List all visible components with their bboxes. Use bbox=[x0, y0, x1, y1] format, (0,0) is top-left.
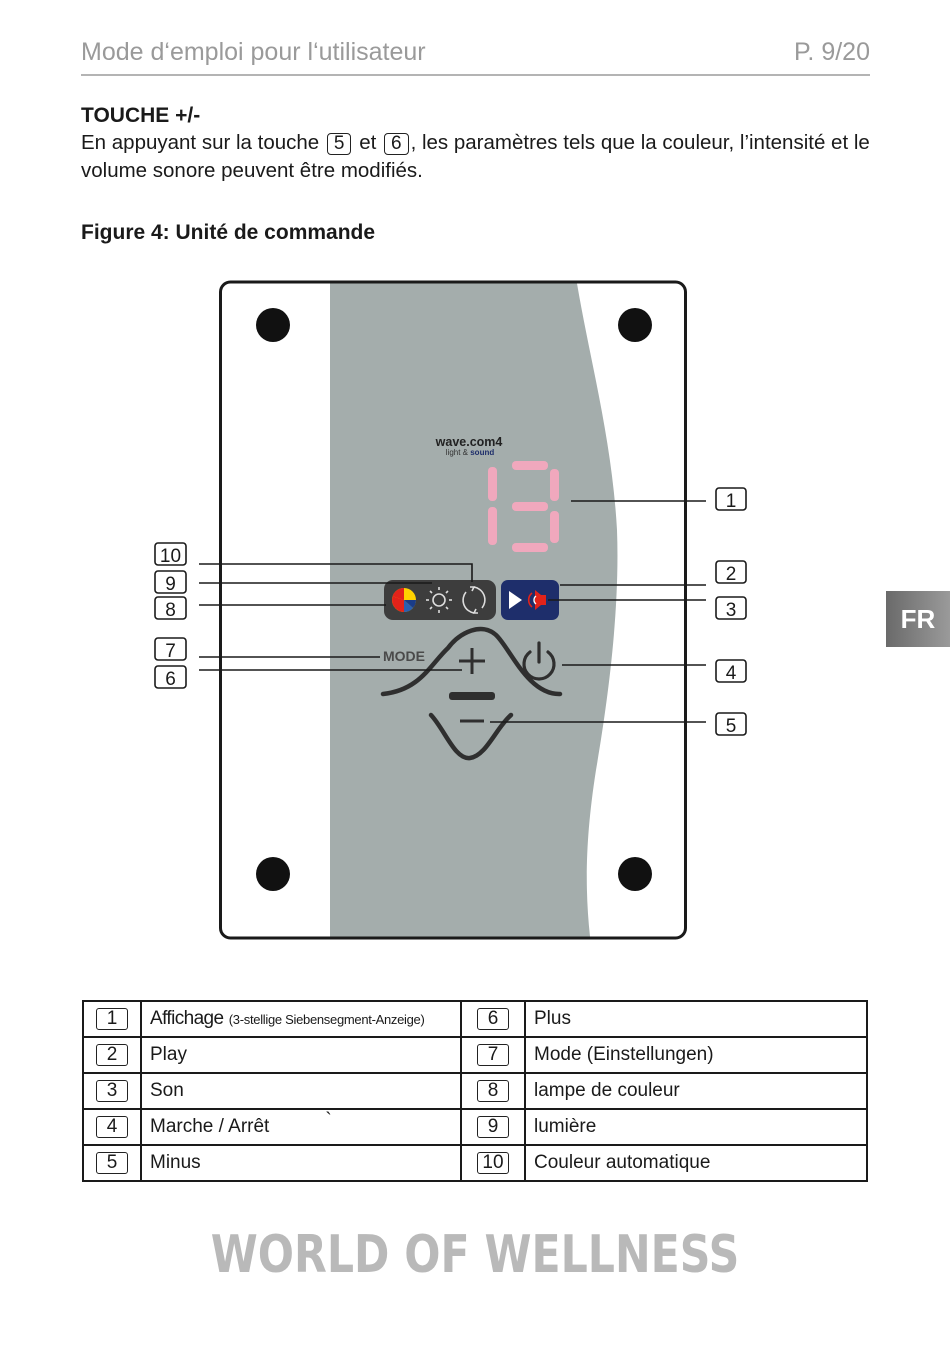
svg-text:1: 1 bbox=[726, 491, 737, 512]
para-text-before: En appuyant sur la touche bbox=[81, 131, 320, 154]
legend-table: 1 Affichage (3-stellige Siebensegment-An… bbox=[82, 1000, 868, 1182]
callouts-left: 10 9 8 7 6 bbox=[154, 542, 187, 690]
section-paragraph: En appuyant sur la touche 5 et 6, les pa… bbox=[81, 129, 881, 185]
callout-9: 9 bbox=[154, 570, 187, 595]
callout-2: 2 bbox=[715, 560, 747, 585]
table-row: 5 Minus 10 Couleur automatique bbox=[82, 1144, 868, 1182]
legend-label: Mode (Einstellungen) bbox=[534, 1044, 714, 1065]
color-lamp-icon[interactable] bbox=[392, 588, 417, 613]
svg-text:3: 3 bbox=[726, 600, 737, 621]
screw-top-right bbox=[618, 308, 652, 342]
callout-8: 8 bbox=[154, 596, 187, 621]
section-title: TOUCHE +/- bbox=[81, 104, 201, 127]
legend-label: Plus bbox=[534, 1008, 571, 1029]
legend-number: 2 bbox=[96, 1044, 128, 1066]
svg-text:5: 5 bbox=[726, 716, 737, 737]
seven-segment-display: 13 bbox=[488, 461, 559, 552]
callout-lines-right bbox=[490, 500, 706, 723]
play-sound-button[interactable] bbox=[501, 580, 559, 620]
legend-number: 4 bbox=[96, 1116, 128, 1138]
legend-stray-mark: ` bbox=[325, 1110, 332, 1131]
page-number: P. 9/20 bbox=[793, 38, 870, 66]
play-icon[interactable] bbox=[509, 591, 522, 609]
legend-label: Marche / Arrêt bbox=[150, 1116, 270, 1137]
legend-number: 8 bbox=[477, 1080, 509, 1102]
auto-color-cycle-icon[interactable] bbox=[462, 586, 486, 614]
callout-7: 7 bbox=[154, 637, 187, 662]
legend-label: Son bbox=[150, 1080, 184, 1101]
key-ref-minus: 5 bbox=[326, 133, 352, 155]
minus-curve bbox=[428, 712, 514, 761]
legend-label: Minus bbox=[150, 1152, 201, 1173]
legend-number: 10 bbox=[477, 1152, 509, 1174]
legend-number: 6 bbox=[477, 1008, 509, 1030]
para-text-after: , les paramètres tels que la couleur, l’… bbox=[81, 131, 870, 182]
legend-number: 3 bbox=[96, 1080, 128, 1102]
document-title: Mode d‘emploi pour l‘utilisateur bbox=[81, 38, 426, 66]
legend-label-note: (3-stellige Siebensegment-Anzeige) bbox=[228, 1012, 425, 1027]
para-text-middle: et bbox=[359, 131, 377, 154]
screw-top-left bbox=[256, 308, 290, 342]
callout-6: 6 bbox=[154, 665, 187, 690]
figure-title: Figure 4: Unité de commande bbox=[81, 221, 376, 244]
table-row: 1 Affichage (3-stellige Siebensegment-An… bbox=[82, 1000, 868, 1038]
legend-number: 1 bbox=[96, 1008, 128, 1030]
callout-5: 5 bbox=[715, 712, 747, 737]
minus-bar bbox=[449, 692, 495, 700]
page-header: Mode d‘emploi pour l‘utilisateur P. 9/20 bbox=[81, 36, 870, 76]
legend-number: 9 bbox=[477, 1116, 509, 1138]
svg-text:2: 2 bbox=[726, 564, 737, 585]
legend-number: 7 bbox=[477, 1044, 509, 1066]
language-tab: FR bbox=[886, 591, 950, 647]
svg-text:10: 10 bbox=[160, 546, 181, 567]
legend-number: 5 bbox=[96, 1152, 128, 1174]
table-row: 2 Play 7 Mode (Einstellungen) bbox=[82, 1036, 868, 1074]
brand-tagline: light & sound bbox=[446, 448, 495, 457]
screw-bottom-right bbox=[618, 857, 652, 891]
key-ref-plus: 6 bbox=[384, 133, 409, 155]
svg-text:4: 4 bbox=[726, 663, 737, 684]
brand-logo: wave.com4 bbox=[435, 435, 503, 449]
callout-1: 1 bbox=[715, 487, 747, 512]
svg-text:7: 7 bbox=[165, 641, 176, 662]
plus-curve bbox=[380, 626, 563, 697]
legend-label: Affichage bbox=[150, 1008, 224, 1029]
svg-text:6: 6 bbox=[165, 669, 176, 690]
callout-10: 10 bbox=[154, 542, 187, 567]
control-unit-figure: wave.com4 light & sound 13 bbox=[154, 280, 747, 940]
screw-bottom-left bbox=[256, 857, 290, 891]
callout-4: 4 bbox=[715, 659, 747, 684]
callouts-right: 1 2 3 4 5 bbox=[715, 487, 747, 737]
sound-speaker-icon[interactable] bbox=[527, 590, 546, 610]
legend-label: lampe de couleur bbox=[534, 1080, 680, 1101]
callout-lines-left bbox=[199, 563, 473, 671]
power-button[interactable] bbox=[522, 641, 556, 681]
table-row: 4 Marche / Arrêt ` 9 lumière bbox=[82, 1108, 868, 1146]
svg-text:8: 8 bbox=[165, 600, 176, 621]
legend-label: Play bbox=[150, 1044, 187, 1065]
footer-brand: WORLD OF WELLNESS bbox=[210, 1225, 740, 1285]
svg-text:9: 9 bbox=[165, 574, 176, 595]
table-row: 3 Son 8 lampe de couleur bbox=[82, 1072, 868, 1110]
light-sun-icon[interactable] bbox=[426, 587, 452, 613]
mode-label: MODE bbox=[383, 648, 425, 664]
legend-label: lumière bbox=[534, 1116, 597, 1137]
plus-button[interactable] bbox=[459, 648, 485, 674]
legend-label: Couleur automatique bbox=[534, 1152, 711, 1173]
callout-3: 3 bbox=[715, 596, 747, 621]
